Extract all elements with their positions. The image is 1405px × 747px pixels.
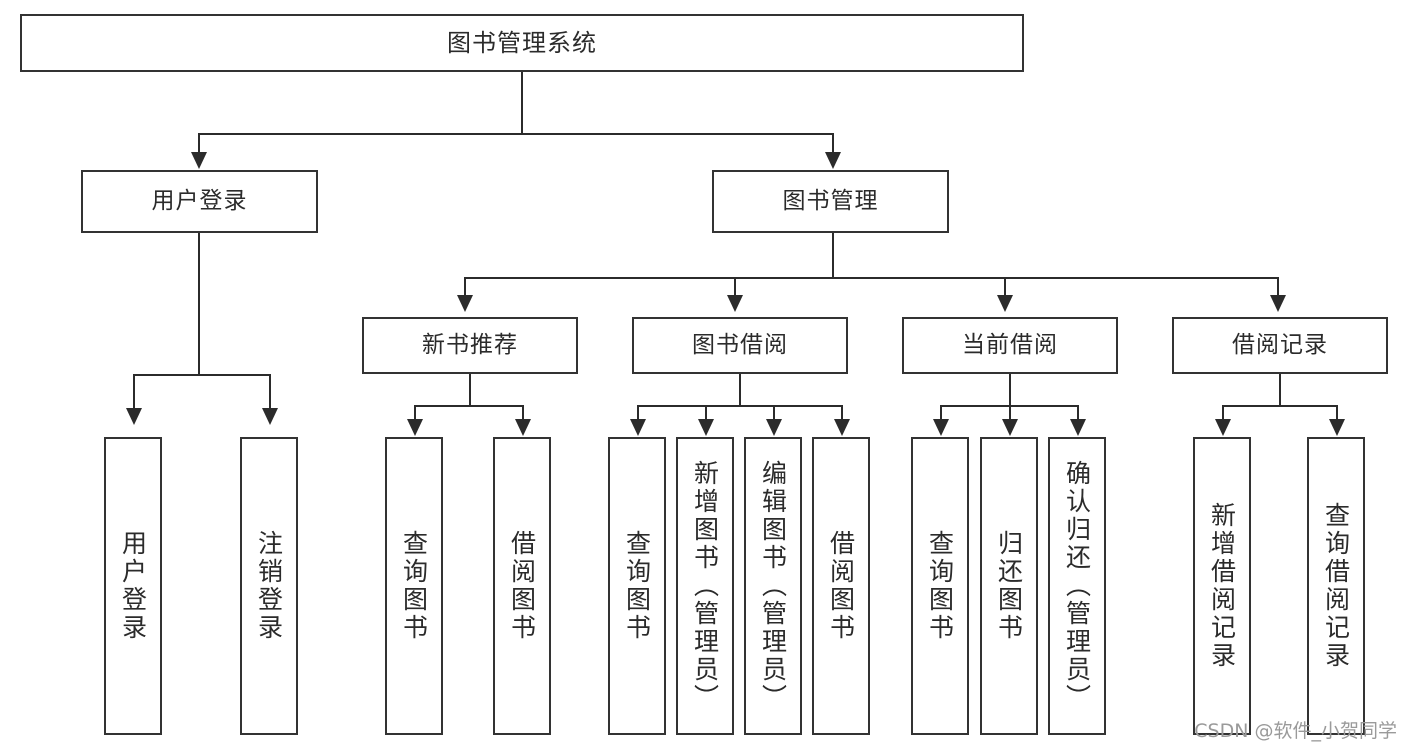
node-label: 图书管理系统 (447, 28, 597, 57)
arrow-new-book-leaf2 (515, 419, 531, 436)
connector-new-book-stem (469, 374, 471, 406)
node-borrow-record[interactable]: 借阅记录 (1172, 317, 1388, 374)
node-label: 查询图书 (399, 530, 429, 642)
connector-user-login-bus (133, 374, 271, 376)
leaf-record-query-record[interactable]: 查询借阅记录 (1307, 437, 1365, 735)
connector-root-stem (521, 72, 523, 134)
connector-user-login-stem (198, 233, 200, 375)
leaf-newbook-borrow-book[interactable]: 借阅图书 (493, 437, 551, 735)
arrow-to-borrow-record (1270, 295, 1286, 312)
leaf-borrow-edit-book-admin[interactable]: 编辑图书（管理员） (744, 437, 802, 735)
connector-book-mgmt-stem (832, 233, 834, 278)
connector-to-current-borrow (1004, 277, 1006, 301)
arrow-to-book-borrow (727, 295, 743, 312)
arrow-current-borrow-leaf1 (933, 419, 949, 436)
node-label: 图书管理 (782, 187, 879, 214)
connector-book-borrow-leaf2 (705, 405, 707, 425)
leaf-borrow-borrow-book[interactable]: 借阅图书 (812, 437, 870, 735)
connector-current-borrow-leaf3 (1077, 405, 1079, 425)
node-book-management[interactable]: 图书管理 (712, 170, 949, 233)
node-user-login[interactable]: 用户登录 (81, 170, 318, 233)
connector-book-borrow-stem (739, 374, 741, 406)
arrow-to-new-book (457, 295, 473, 312)
connector-user-login-leaf2 (269, 374, 271, 414)
arrow-borrow-record-leaf2 (1329, 419, 1345, 436)
connector-current-borrow-stem (1009, 374, 1011, 406)
node-label: 图书借阅 (692, 331, 788, 358)
node-label: 借阅图书 (507, 530, 537, 642)
connector-book-borrow-leaf1 (637, 405, 639, 425)
node-label: 用户登录 (118, 530, 148, 642)
leaf-borrow-add-book-admin[interactable]: 新增图书（管理员） (676, 437, 734, 735)
arrow-new-book-leaf1 (407, 419, 423, 436)
connector-book-borrow-bus (637, 405, 843, 407)
connector-current-borrow-leaf2 (1009, 405, 1011, 425)
connector-book-borrow-leaf4 (841, 405, 843, 425)
arrow-to-book-mgmt (825, 152, 841, 169)
connector-current-borrow-leaf1 (940, 405, 942, 425)
arrow-user-login-leaf1 (126, 408, 142, 425)
connector-to-user-login (198, 133, 200, 158)
node-label: 新书推荐 (422, 331, 518, 358)
node-label: 当前借阅 (962, 331, 1058, 358)
leaf-current-query-book[interactable]: 查询图书 (911, 437, 969, 735)
arrow-to-current-borrow (997, 295, 1013, 312)
connector-new-book-leaf2 (522, 405, 524, 425)
leaf-current-confirm-return-admin[interactable]: 确认归还（管理员） (1048, 437, 1106, 735)
leaf-user-login[interactable]: 用户登录 (104, 437, 162, 735)
connector-borrow-record-leaf2 (1336, 405, 1338, 425)
watermark-text: CSDN @软件_小贺同学 (1194, 720, 1397, 742)
node-label: 借阅图书 (826, 530, 856, 642)
arrow-user-login-leaf2 (262, 408, 278, 425)
node-label: 新增借阅记录 (1207, 502, 1237, 670)
node-label: 查询图书 (622, 530, 652, 642)
leaf-newbook-query-book[interactable]: 查询图书 (385, 437, 443, 735)
arrow-book-borrow-leaf2 (698, 419, 714, 436)
node-label: 编辑图书（管理员） (758, 460, 788, 712)
node-label: 借阅记录 (1232, 331, 1328, 358)
connector-book-borrow-leaf3 (773, 405, 775, 425)
node-label: 归还图书 (994, 530, 1024, 642)
node-new-book-recommend[interactable]: 新书推荐 (362, 317, 578, 374)
node-root-system[interactable]: 图书管理系统 (20, 14, 1024, 72)
connector-new-book-leaf1 (414, 405, 416, 425)
node-label: 用户登录 (151, 187, 248, 214)
connector-to-new-book (464, 277, 466, 301)
connector-book-mgmt-bus (464, 277, 1278, 279)
node-label: 确认归还（管理员） (1062, 460, 1092, 712)
connector-to-borrow-record (1277, 277, 1279, 301)
arrow-book-borrow-leaf1 (630, 419, 646, 436)
node-label: 查询图书 (925, 530, 955, 642)
arrow-borrow-record-leaf1 (1215, 419, 1231, 436)
arrow-current-borrow-leaf3 (1070, 419, 1086, 436)
leaf-current-return-book[interactable]: 归还图书 (980, 437, 1038, 735)
node-label: 新增图书（管理员） (690, 460, 720, 712)
leaf-borrow-query-book[interactable]: 查询图书 (608, 437, 666, 735)
arrow-current-borrow-leaf2 (1002, 419, 1018, 436)
arrow-to-user-login (191, 152, 207, 169)
arrow-book-borrow-leaf3 (766, 419, 782, 436)
arrow-book-borrow-leaf4 (834, 419, 850, 436)
connector-to-book-mgmt (832, 133, 834, 158)
node-label: 注销登录 (254, 530, 284, 642)
connector-root-bus (198, 133, 834, 135)
leaf-user-logout[interactable]: 注销登录 (240, 437, 298, 735)
connector-to-book-borrow (734, 277, 736, 301)
connector-new-book-bus (414, 405, 524, 407)
node-book-borrow[interactable]: 图书借阅 (632, 317, 848, 374)
connector-borrow-record-stem (1279, 374, 1281, 406)
connector-borrow-record-leaf1 (1222, 405, 1224, 425)
node-current-borrow[interactable]: 当前借阅 (902, 317, 1118, 374)
connector-borrow-record-bus (1222, 405, 1337, 407)
leaf-record-add-record[interactable]: 新增借阅记录 (1193, 437, 1251, 735)
node-label: 查询借阅记录 (1321, 502, 1351, 670)
connector-user-login-leaf1 (133, 374, 135, 414)
